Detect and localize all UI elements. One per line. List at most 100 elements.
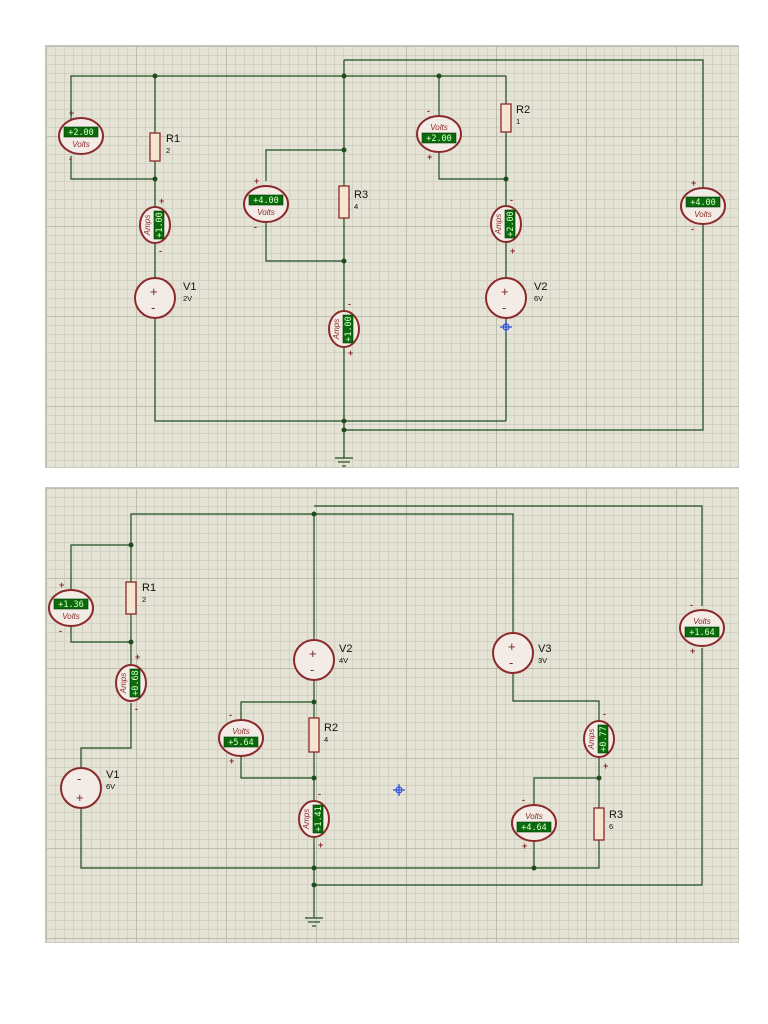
schematic-panel-bottom[interactable]: R1 2 R2 4 R3 6 - + V1 6V + - V2 4V + - V… — [45, 487, 739, 943]
voltmeter-r2-bottom[interactable]: Volts +5.64 - + — [218, 710, 264, 766]
svg-text:-: - — [502, 300, 506, 315]
svg-text:Volts: Volts — [257, 208, 275, 217]
wires-bottom — [70, 505, 703, 918]
svg-text:+: + — [690, 646, 695, 656]
svg-text:-: - — [59, 626, 62, 636]
schematic-canvas-top[interactable]: R1 2 R3 4 R2 1 + - V1 2V + - V2 6V +2.00… — [46, 46, 738, 467]
svg-text:+: + — [510, 246, 515, 256]
voltmeter-r1-top[interactable]: +2.00 Volts + - — [58, 108, 104, 164]
svg-text:+: + — [603, 761, 608, 771]
svg-text:Volts: Volts — [232, 727, 250, 736]
r2-label-bottom: R2 — [324, 722, 338, 734]
svg-text:+: + — [159, 196, 164, 206]
junctions-top — [152, 73, 509, 433]
svg-text:Amps: Amps — [119, 673, 128, 694]
r3-value-top: 4 — [354, 202, 358, 211]
crosshair-cursor-icon — [500, 321, 512, 333]
svg-text:+: + — [135, 652, 140, 662]
svg-text:+: + — [318, 840, 323, 850]
svg-text:Volts: Volts — [62, 612, 80, 621]
voltmeter-r3-bottom[interactable]: Volts +4.64 - + — [511, 795, 557, 851]
r3-value-bottom: 6 — [609, 822, 613, 831]
svg-text:+: + — [150, 284, 158, 299]
resistor-r3-top[interactable]: R3 4 — [338, 185, 368, 219]
voltmeter-right-bottom[interactable]: Volts +1.64 - + — [679, 600, 725, 656]
svg-text:-: - — [690, 600, 693, 610]
svg-text:-: - — [318, 789, 321, 799]
svg-text:+: + — [501, 284, 509, 299]
resistor-r1-bottom[interactable]: R1 2 — [125, 581, 156, 615]
svg-text:+: + — [229, 756, 234, 766]
v2-label-top: V2 — [534, 281, 547, 293]
ground-symbol-bottom[interactable] — [305, 917, 323, 927]
svg-text:Volts: Volts — [694, 210, 712, 219]
ammeter-left-bottom[interactable]: +0.68 Amps — [115, 664, 147, 702]
ammeter-right-top[interactable]: +2.00 Amps — [490, 205, 522, 243]
svg-text:Amps: Amps — [587, 729, 596, 750]
wires-top — [70, 59, 704, 458]
svg-text:-: - — [691, 224, 694, 234]
svg-text:+: + — [254, 176, 259, 186]
ammeter-mid-bottom[interactable]: +1.41 Amps — [298, 800, 330, 838]
schematic-panel-top[interactable]: R1 2 R3 4 R2 1 + - V1 2V + - V2 6V +2.00… — [45, 45, 739, 468]
v3-label-bottom: V3 — [538, 643, 551, 655]
resistor-r3-bottom[interactable]: R3 6 — [593, 807, 623, 841]
voltage-source-v3-bottom[interactable]: + - V3 3V — [492, 632, 551, 674]
r1-label-bottom: R1 — [142, 582, 156, 594]
voltmeter-right-top[interactable]: +4.00 Volts + - — [680, 178, 726, 234]
svg-text:-: - — [510, 195, 513, 205]
svg-text:+: + — [309, 646, 317, 661]
ammeter-right-reading-top: +2.00 — [506, 211, 516, 237]
v1-value-top: 2V — [183, 294, 192, 303]
ammeter-mid-top[interactable]: +1.00 Amps — [328, 310, 360, 348]
v1-label-bottom: V1 — [106, 769, 119, 781]
svg-text:-: - — [69, 154, 72, 164]
voltmeter-r3-reading-bottom: +4.64 — [521, 823, 547, 833]
svg-text:Amps: Amps — [302, 809, 311, 830]
svg-text:+: + — [508, 639, 516, 654]
voltmeter-right-reading-top: +4.00 — [690, 198, 716, 208]
svg-text:-: - — [254, 222, 257, 232]
v2-label-bottom: V2 — [339, 643, 352, 655]
svg-text:Volts: Volts — [430, 123, 448, 132]
svg-text:-: - — [522, 795, 525, 805]
svg-text:-: - — [509, 655, 513, 670]
voltage-source-v2-bottom[interactable]: + - V2 4V — [293, 639, 352, 681]
svg-text:+: + — [427, 152, 432, 162]
svg-text:+: + — [522, 841, 527, 851]
voltage-source-v2-top[interactable]: + - V2 6V — [485, 277, 547, 319]
ammeter-right-reading-bottom: +0.77 — [599, 726, 609, 752]
ammeter-left-reading-bottom: +0.68 — [131, 670, 141, 696]
svg-text:-: - — [348, 299, 351, 309]
crosshair-cursor-icon — [393, 784, 405, 796]
svg-text:-: - — [427, 106, 430, 116]
voltage-source-v1-bottom[interactable]: - + V1 6V — [60, 767, 119, 809]
ground-symbol-top[interactable] — [335, 457, 353, 467]
r3-label-top: R3 — [354, 189, 368, 201]
resistor-r2-top[interactable]: R2 1 — [500, 103, 530, 133]
schematic-canvas-bottom[interactable]: R1 2 R2 4 R3 6 - + V1 6V + - V2 4V + - V… — [46, 488, 738, 942]
voltmeter-r3-top[interactable]: +4.00 Volts + - — [243, 176, 289, 232]
voltmeter-r1-bottom[interactable]: +1.36 Volts + - — [48, 580, 94, 636]
ammeter-right-bottom[interactable]: +0.77 Amps — [583, 720, 615, 758]
voltmeter-r3-reading-top: +4.00 — [253, 196, 279, 206]
svg-text:+: + — [348, 348, 353, 358]
r2-label-top: R2 — [516, 104, 530, 116]
r3-label-bottom: R3 — [609, 809, 623, 821]
resistor-r2-bottom[interactable]: R2 4 — [308, 717, 338, 753]
resistor-r1-top[interactable]: R1 2 — [149, 132, 180, 162]
voltmeter-r1-reading-bottom: +1.36 — [58, 600, 84, 610]
svg-text:-: - — [603, 709, 606, 719]
voltmeter-r2-top[interactable]: Volts +2.00 - + — [416, 106, 462, 162]
ammeter-left-top[interactable]: +1.00 Amps — [139, 206, 171, 244]
svg-text:-: - — [151, 300, 155, 315]
voltmeter-right-reading-bottom: +1.64 — [689, 628, 715, 638]
ammeter-mid-reading-bottom: +1.41 — [314, 806, 324, 832]
svg-text:+: + — [69, 108, 74, 118]
ammeter-left-reading-top: +1.00 — [155, 212, 165, 238]
voltage-source-v1-top[interactable]: + - V1 2V — [134, 277, 196, 319]
junctions-bottom — [128, 511, 602, 888]
voltmeter-r1-reading-top: +2.00 — [68, 128, 94, 138]
r1-value-top: 2 — [166, 146, 170, 155]
v3-value-bottom: 3V — [538, 656, 547, 665]
